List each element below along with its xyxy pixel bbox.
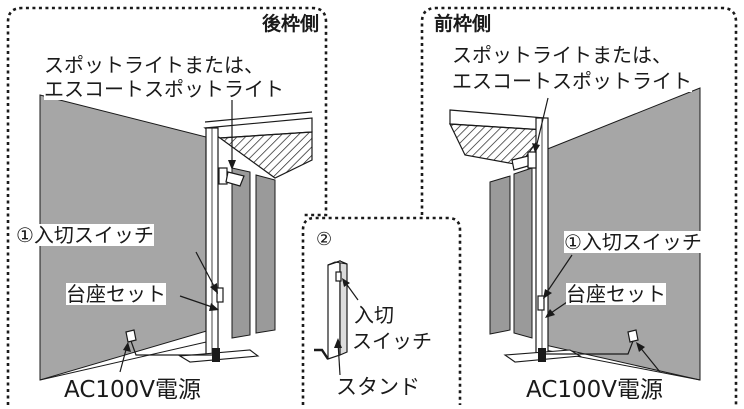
stand-label: スタンド [336, 375, 420, 399]
left-spotlight-label-line2: エスコートスポットライト [44, 77, 284, 101]
right-spotlight-body [527, 151, 537, 169]
left-base-label: 台座セット [66, 282, 166, 306]
left-spotlight-label-line1: スポットライトまたは、 [44, 53, 264, 77]
right-spotlight-label-line1: スポットライトまたは、 [452, 43, 672, 67]
right-base-label: 台座セット [566, 282, 666, 306]
stand-foot [314, 348, 329, 360]
right-outlet [627, 329, 639, 343]
left-inner-door [231, 167, 251, 339]
left-spotlight-head [225, 171, 245, 187]
left-canopy-slope [218, 131, 313, 179]
right-switch-label: ①入切スイッチ [564, 230, 702, 254]
left-panel-title: 後枠側 [262, 13, 320, 35]
right-inner-door [489, 175, 511, 335]
left-power-label: AC100V電源 [64, 377, 202, 404]
right-cable [546, 340, 634, 355]
stand-switch-label-line2: スイッチ [352, 329, 432, 353]
right-inner-door-2 [513, 167, 533, 339]
left-outlet [125, 329, 137, 343]
stand-switch-label-line1: 入切 [354, 303, 394, 327]
right-spotlight-head [511, 155, 529, 171]
right-panel-border [420, 6, 738, 405]
right-panel-title: 前枠側 [434, 13, 492, 35]
left-panel-border [6, 6, 328, 405]
left-cable [130, 340, 214, 356]
left-switch-box [216, 287, 224, 303]
left-switch-label: ①入切スイッチ [16, 223, 154, 247]
center-panel-number: ② [316, 229, 333, 250]
right-power-label: AC100V電源 [526, 377, 664, 404]
right-spotlight-label-line2: エスコートスポットライト [452, 69, 692, 93]
stand-switch [335, 271, 342, 282]
left-inner-door-2 [255, 174, 276, 334]
center-panel-border [301, 216, 462, 405]
right-switch-box [537, 295, 545, 311]
